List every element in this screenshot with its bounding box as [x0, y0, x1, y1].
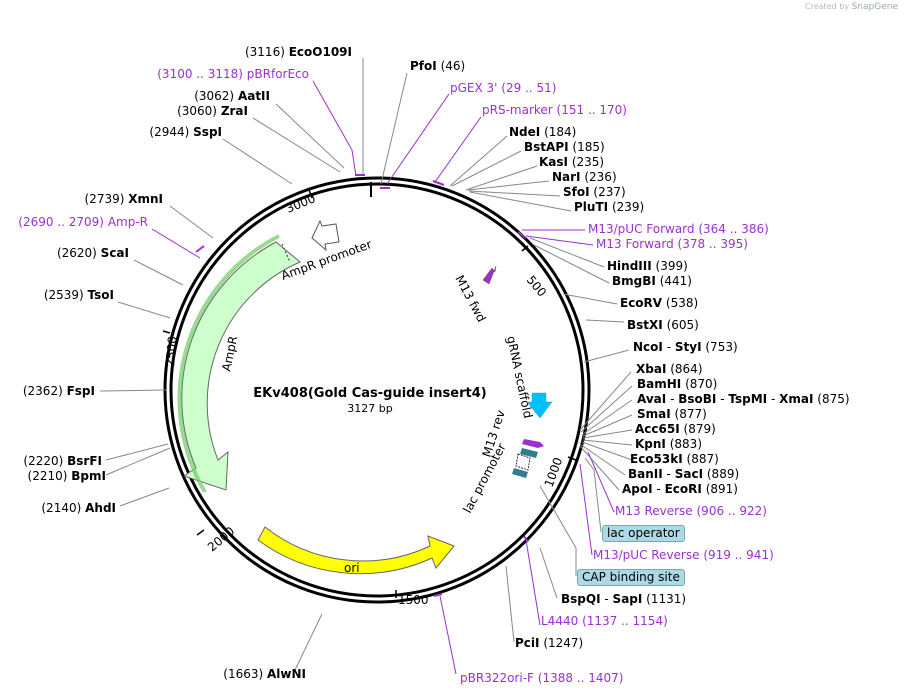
feature-pgex3: pGEX 3' (29 .. 51) — [450, 81, 556, 95]
site-xmni: (2739) XmnI — [85, 192, 164, 206]
site-xbai: XbaI (864) — [636, 362, 703, 376]
ori-label: ori — [344, 561, 360, 575]
ampr-dotted-divider — [281, 243, 291, 263]
site-kpni: KpnI (883) — [635, 437, 702, 451]
left-marks — [195, 174, 365, 253]
site-ecoo109i: (3116) EcoO109I — [245, 45, 352, 59]
site-pfoi: PfoI (46) — [410, 59, 465, 73]
tick-label-2500: 2500 — [163, 336, 180, 368]
feature-m13-reverse: M13 Reverse (906 .. 922) — [615, 504, 767, 518]
cap-site-mark — [512, 468, 528, 478]
site-scai: (2620) ScaI — [57, 246, 129, 260]
right-leaders — [380, 72, 633, 675]
site-hindiii: HindIII (399) — [607, 259, 688, 273]
site-tsoi: (2539) TsoI — [44, 288, 114, 302]
site-ncoi-styi: NcoI - StyI (753) — [633, 340, 738, 354]
feature-pbr322ori-f: pBR322ori-F (1388 .. 1407) — [460, 671, 623, 685]
lac-promoter-arrow — [515, 453, 531, 471]
left-leaders — [99, 58, 364, 673]
plasmid-name: EKv408(Gold Cas-guide insert4) — [253, 386, 486, 401]
tick-label-2000: 2000 — [205, 524, 237, 554]
m13-rev-arrow — [522, 439, 544, 448]
site-alwni: (1663) AlwNI — [223, 667, 306, 681]
ampr-selected-highlight — [177, 234, 280, 494]
site-pcii: PciI (1247) — [515, 636, 583, 650]
lac-operator-box: lac operator — [602, 525, 685, 542]
feature-m13-puc-reverse: M13/pUC Reverse (919 .. 941) — [593, 548, 774, 562]
ori-arrow — [257, 526, 455, 575]
feature-amp-r: (2690 .. 2709) Amp-R — [18, 215, 148, 229]
site-ahdi: (2140) AhdI — [41, 501, 116, 515]
site-bspqi-sapi: BspQI - SapI (1131) — [561, 592, 686, 606]
feature-m13-puc-forward: M13/pUC Forward (364 .. 386) — [588, 222, 769, 236]
site-pluti: PluTI (239) — [574, 200, 644, 214]
lac-operator-mark — [520, 448, 538, 458]
snapgene-credit: Created by SnapGene — [805, 2, 898, 12]
ampr-promoter-arrow — [311, 219, 340, 252]
tick-label-1500: 1500 — [398, 593, 429, 607]
site-bamhi: BamHI (870) — [637, 377, 717, 391]
site-bmgbi: BmgBI (441) — [612, 274, 692, 288]
site-nari: NarI (236) — [552, 170, 617, 184]
snapgene-logo-text: SnapGene — [851, 2, 898, 12]
site-bsrfi: (2220) BsrFI — [23, 454, 102, 468]
feature-l4440: L4440 (1137 .. 1154) — [541, 614, 668, 628]
tick-label-500: 500 — [524, 273, 549, 300]
site-bstapi: BstAPI (185) — [524, 140, 605, 154]
site-eco53ki: Eco53kI (887) — [630, 452, 719, 466]
site-ecorv: EcoRV (538) — [620, 296, 698, 310]
feature-pbrforeco: (3100 .. 3118) pBRforEco — [157, 67, 309, 81]
backbone-inner — [169, 182, 585, 598]
plasmid-size: 3127 bp — [347, 402, 392, 415]
tick-marks — [162, 189, 577, 598]
grna-scaffold-arrow — [526, 392, 553, 419]
feature-prs-marker: pRS-marker (151 .. 170) — [482, 103, 627, 117]
site-fspi: (2362) FspI — [23, 384, 95, 398]
m13-fwd-arrow — [482, 265, 497, 285]
created-by-text: Created by — [805, 2, 850, 11]
site-kasi: KasI (235) — [539, 155, 604, 169]
site-ndei: NdeI (184) — [509, 125, 576, 139]
site-bpmi: (2210) BpmI — [28, 469, 106, 483]
ampr-label: AmpR — [219, 335, 240, 373]
grna-scaffold-label: gRNA scaffold — [504, 335, 535, 420]
feature-m13-forward: M13 Forward (378 .. 395) — [596, 237, 748, 251]
ampr-arrow — [181, 241, 301, 491]
site-zrai: (3060) ZraI — [177, 104, 248, 118]
site-acc65i: Acc65I (879) — [635, 422, 716, 436]
site-apoi-ecori: ApoI - EcoRI (891) — [622, 482, 738, 496]
tick-label-3000: 3000 — [284, 191, 318, 215]
site-banii-saci: BanII - SacI (889) — [628, 467, 739, 481]
m13-fwd-label: M13 fwd — [452, 273, 488, 325]
site-sspi: (2944) SspI — [149, 125, 222, 139]
site-avai-group: AvaI - BsoBI - TspMI - XmaI (875) — [637, 392, 850, 406]
cap-binding-site-box: CAP binding site — [577, 569, 685, 586]
site-aatii: (3062) AatII — [194, 89, 270, 103]
site-bstxi: BstXI (605) — [627, 318, 699, 332]
site-sfoi: SfoI (237) — [563, 185, 626, 199]
right-marks — [380, 180, 529, 597]
site-smai: SmaI (877) — [637, 407, 707, 421]
